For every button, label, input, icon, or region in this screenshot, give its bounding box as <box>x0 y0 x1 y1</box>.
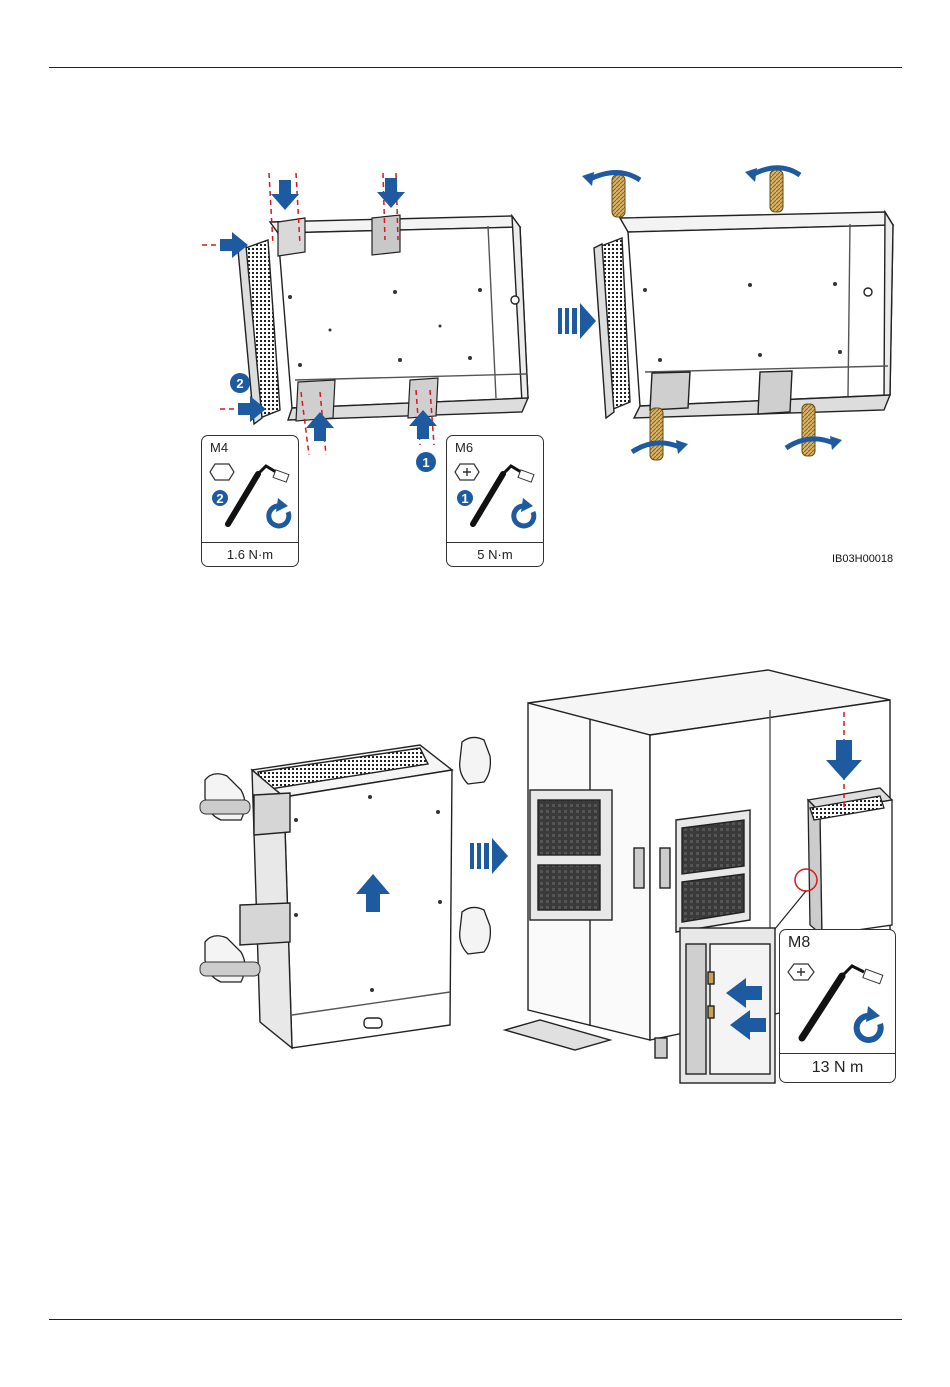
svg-text:1: 1 <box>422 455 429 470</box>
right-unit <box>594 212 893 418</box>
torque-wrench-icon: 2 <box>202 436 300 546</box>
figure-code: IB03H00018 <box>832 553 893 565</box>
torque-value: 1.6 N·m <box>202 542 298 566</box>
torque-wrench-icon <box>780 930 897 1058</box>
svg-text:1: 1 <box>461 491 468 506</box>
transition-arrow-1 <box>558 303 596 339</box>
callout-m6-torque: M6 1 5 N·m <box>446 435 544 567</box>
step-badge-1: 1 <box>416 452 436 472</box>
torque-value: 5 N·m <box>447 542 543 566</box>
module-upright <box>240 745 452 1048</box>
callout-m8-torque: M8 13 N m <box>779 929 896 1083</box>
callout-m4-torque: M4 2 1.6 N·m <box>201 435 299 567</box>
transition-arrow-2 <box>470 838 508 874</box>
torque-wrench-icon: 1 <box>447 436 545 546</box>
svg-text:2: 2 <box>236 376 243 391</box>
svg-text:2: 2 <box>216 491 223 506</box>
module-in-cabinet <box>808 788 892 935</box>
torque-value: 13 N m <box>780 1053 895 1082</box>
detail-zoom <box>680 928 775 1083</box>
header-rule <box>49 67 902 68</box>
hex-head-icon <box>210 464 234 480</box>
footer-rule <box>49 1319 902 1320</box>
step-badge-2: 2 <box>230 373 250 393</box>
